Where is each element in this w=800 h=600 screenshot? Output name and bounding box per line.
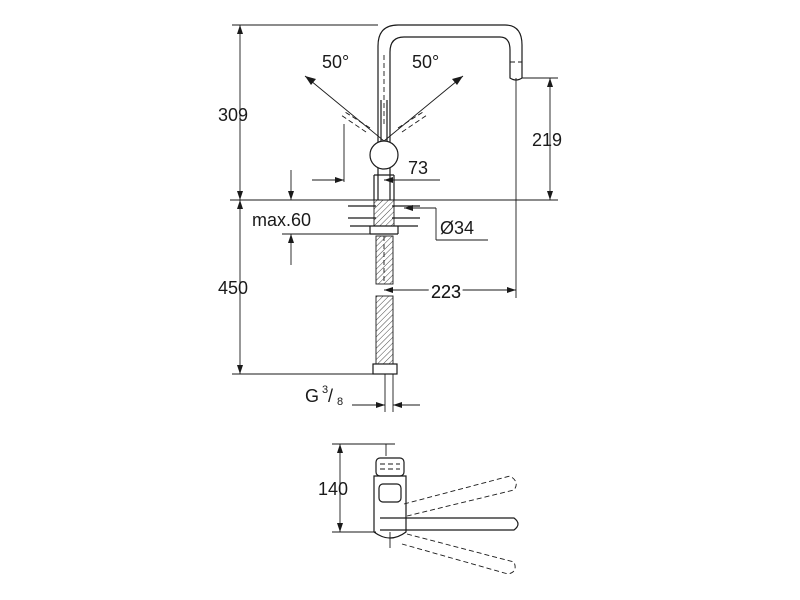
lever-offset-label: 73 — [408, 158, 428, 178]
total-height-dimension — [232, 24, 378, 200]
below-counter-dimension — [232, 200, 373, 375]
spout-reach-dimension — [384, 78, 517, 298]
hole-diameter-dimension — [404, 205, 488, 241]
counter-mount — [348, 199, 420, 235]
thread-letter: G — [305, 386, 319, 406]
top-view-body — [373, 444, 407, 548]
top-view-lever-swing — [401, 475, 517, 575]
spout-reach-label: 223 — [431, 282, 461, 302]
lever-knob — [369, 140, 399, 170]
spout-height-label: 219 — [532, 130, 562, 150]
spout-reach-label-bg: 223 — [431, 282, 461, 302]
angle-left-label: 50° — [322, 52, 349, 72]
supply-hoses — [372, 235, 398, 412]
counter-thickness-dimension — [282, 170, 374, 265]
below-counter-label: 450 — [218, 278, 248, 298]
faucet-body — [369, 24, 523, 200]
thread-slash: / — [328, 386, 333, 406]
angle-right-label: 50° — [412, 52, 439, 72]
top-view-depth-dimension — [332, 443, 395, 533]
thread-numerator: 3 — [322, 384, 328, 396]
counter-thickness-label: max.60 — [252, 210, 311, 230]
lever-swing-indicators — [304, 75, 464, 142]
hole-diameter-label: Ø34 — [440, 218, 474, 238]
thread-denominator: 8 — [337, 396, 343, 408]
connection-thread-dimension — [352, 402, 420, 408]
total-height-label: 309 — [218, 105, 248, 125]
top-view-lever — [380, 517, 519, 531]
top-view: 140 — [318, 443, 519, 575]
spout-height-dimension — [522, 77, 558, 200]
top-view-depth-label: 140 — [318, 479, 348, 499]
side-view: 50° 50° 73 309 219 — [218, 24, 562, 412]
lever-offset-dimension — [312, 124, 440, 183]
